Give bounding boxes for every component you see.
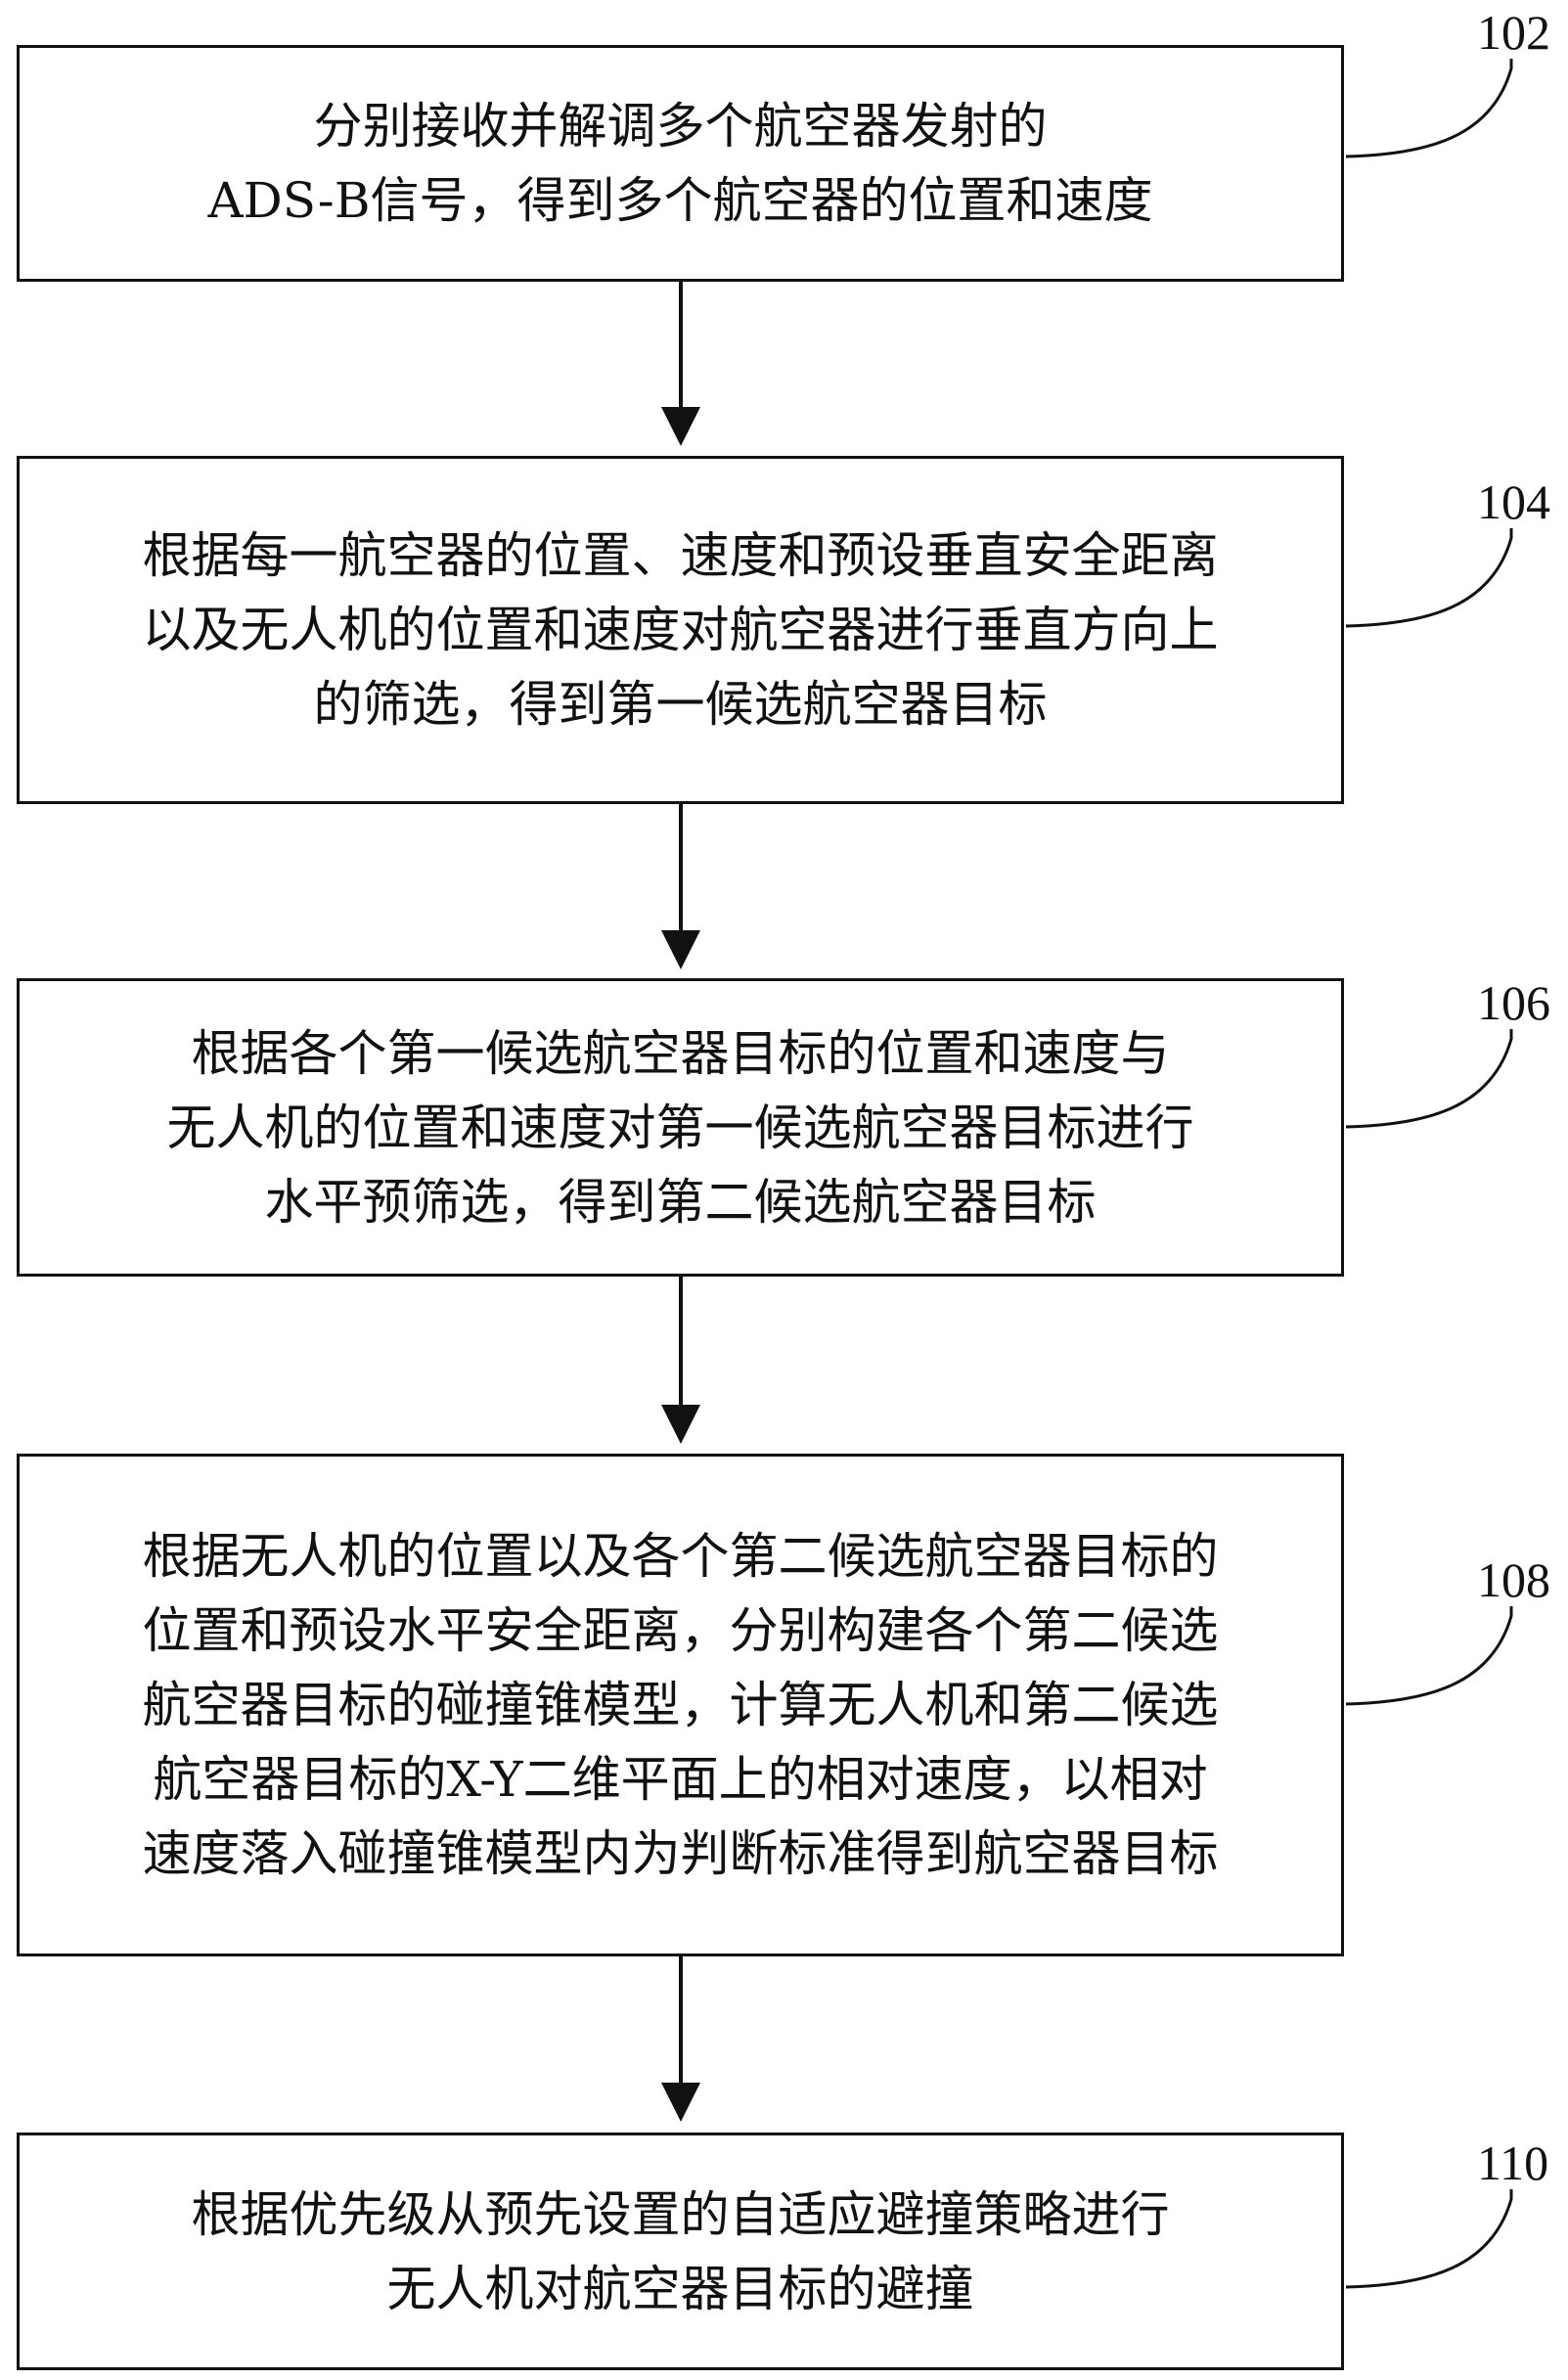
leader-line-104 (1345, 528, 1513, 628)
step-box-102: 分别接收并解调多个航空器发射的 ADS-B信号，得到多个航空器的位置和速度 (17, 45, 1344, 282)
step-box-104: 根据每一航空器的位置、速度和预设垂直安全距离 以及无人机的位置和速度对航空器进行… (17, 456, 1344, 804)
leader-line-106 (1345, 1029, 1513, 1129)
step-text-line: 根据各个第一候选航空器目标的位置和速度与 (191, 1024, 1170, 1082)
step-text-line: 根据无人机的位置以及各个第二候选航空器目标的 (142, 1528, 1219, 1585)
step-text-line: 航空器目标的碰撞锥模型，计算无人机和第二候选 (142, 1677, 1219, 1733)
step-text-line: 无人机的位置和速度对第一候选航空器目标进行 (166, 1099, 1194, 1156)
step-text-line: 水平预筛选，得到第二候选航空器目标 (264, 1173, 1097, 1231)
leader-line-110 (1345, 2189, 1513, 2289)
step-number-104: 104 (1477, 474, 1550, 529)
step-number-110: 110 (1477, 2135, 1549, 2190)
step-number-106: 106 (1477, 975, 1550, 1030)
step-text-line: ADS-B信号，得到多个航空器的位置和速度 (207, 172, 1153, 229)
step-text-line: 以及无人机的位置和速度对航空器进行垂直方向上 (142, 602, 1219, 658)
step-box-108: 根据无人机的位置以及各个第二候选航空器目标的 位置和预设水平安全距离，分别构建各… (17, 1454, 1344, 1956)
step-text-line: 分别接收并解调多个航空器发射的 (313, 98, 1048, 155)
step-box-106: 根据各个第一候选航空器目标的位置和速度与 无人机的位置和速度对第一候选航空器目标… (17, 978, 1344, 1277)
step-text-line: 速度落入碰撞锥模型内为判断标准得到航空器目标 (142, 1825, 1219, 1882)
leader-line-102 (1345, 59, 1513, 158)
step-text-line: 根据每一航空器的位置、速度和预设垂直安全距离 (142, 527, 1219, 584)
step-text-line: 无人机对航空器目标的避撞 (386, 2260, 974, 2317)
step-number-108: 108 (1477, 1552, 1550, 1607)
step-text-line: 根据优先级从预先设置的自适应避撞策略进行 (191, 2185, 1170, 2243)
step-number-102: 102 (1477, 5, 1550, 60)
step-text-line: 航空器目标的X-Y二维平面上的相对速度，以相对 (153, 1751, 1208, 1808)
step-text-line: 位置和预设水平安全距离，分别构建各个第二候选 (142, 1602, 1219, 1659)
step-text-line: 的筛选，得到第一候选航空器目标 (313, 676, 1048, 733)
step-box-110: 根据优先级从预先设置的自适应避撞策略进行 无人机对航空器目标的避撞 (17, 2133, 1344, 2370)
leader-line-108 (1345, 1606, 1513, 1706)
